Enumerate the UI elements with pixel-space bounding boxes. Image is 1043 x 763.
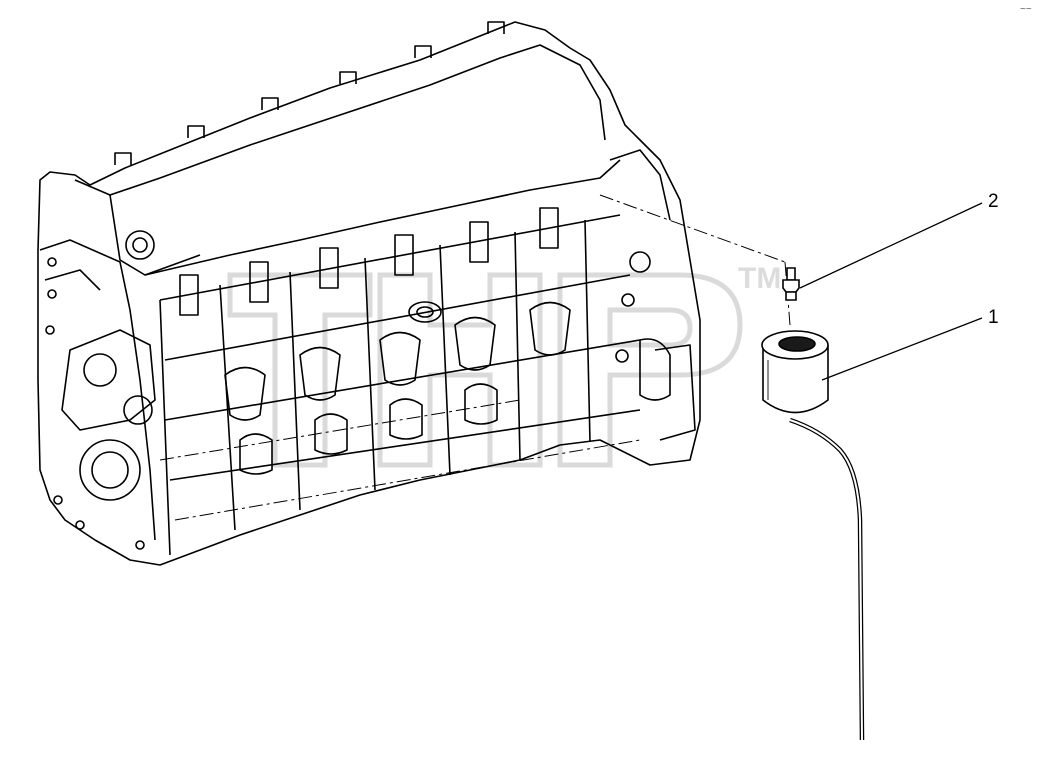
trademark-text: TM (738, 262, 781, 295)
corner-mark: ~~ (1020, 4, 1032, 15)
head-bolt-bosses (114, 21, 505, 165)
callout-1-label: 1 (988, 307, 999, 328)
watermark: TM (227, 262, 781, 468)
block-ribs (159, 214, 641, 556)
engine-block (37, 21, 701, 566)
callout-2-label: 2 (988, 191, 999, 212)
bearing-caps (224, 301, 571, 475)
container-part-1[interactable] (761, 330, 865, 741)
fitting-part-2 (782, 267, 800, 301)
leader-lines (799, 202, 983, 381)
leader-1 (821, 317, 983, 381)
tappet-windows (179, 207, 559, 316)
assembly-centerlines (159, 194, 791, 521)
leader-2 (799, 202, 983, 289)
